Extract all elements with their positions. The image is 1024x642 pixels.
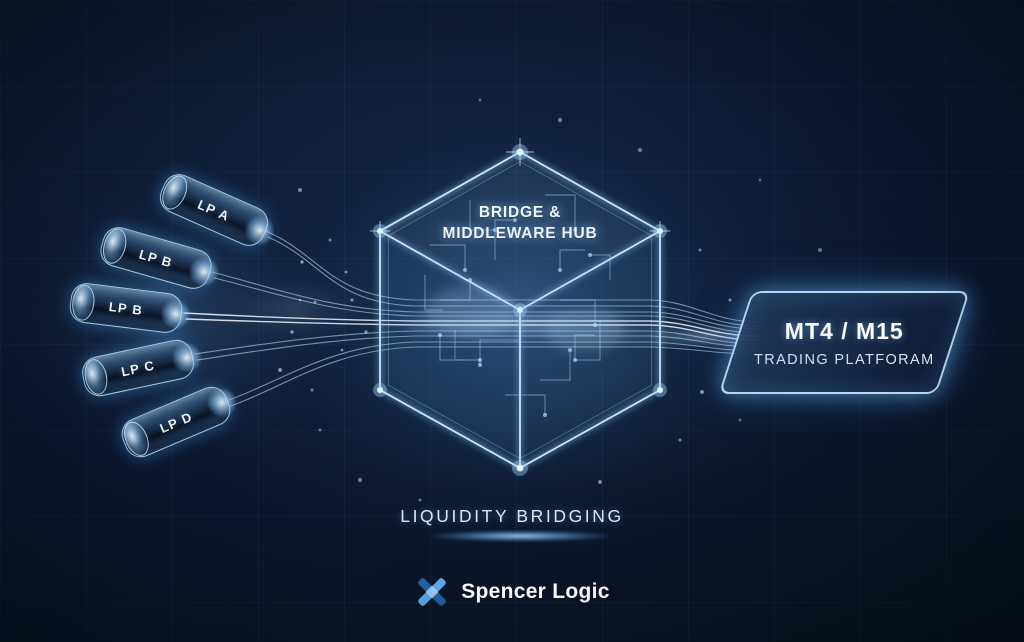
hub-label: BRIDGE & MIDDLEWARE HUB [390,203,650,245]
lp-pipe-label: LP A [195,196,233,224]
platform-subtitle: TRADING PLATFORAM [753,351,935,368]
trading-platform-content: MT4 / M15 TRADING PLATFORAM [737,293,951,392]
caption-liquidity-bridging: LIQUIDITY BRIDGING [400,506,624,526]
brand-lockup: Spencer Logic [0,574,1024,610]
spencer-logic-icon [418,578,447,606]
lp-pipe-label: LP B [137,246,175,270]
lp-pipe-label: LP D [157,408,195,436]
lp-pipe-label: LP C [119,357,157,379]
hub-label-line2: MIDDLEWARE HUB [442,224,598,242]
trading-platform-panel: MT4 / M15 TRADING PLATFORAM [718,291,970,394]
brand-name: Spencer Logic [461,580,610,603]
lp-pipe-label: LP B [108,298,144,318]
platform-title: MT4 / M15 [784,317,904,344]
hub-label-line1: BRIDGE & [478,204,562,221]
